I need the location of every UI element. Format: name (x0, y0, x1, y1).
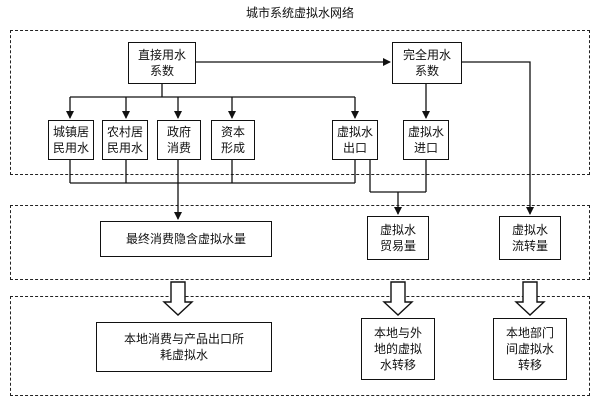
zone-top (10, 30, 590, 175)
node-virtual-water-export: 虚拟水 出口 (332, 120, 378, 160)
link-complete-to-flow (462, 61, 534, 215)
node-local-sector-transfer: 本地部门 间虚拟水 转移 (493, 318, 567, 380)
node-local-consumption-export-water: 本地消费与产品出口所 耗虚拟水 (96, 322, 272, 372)
node-virtual-water-flow: 虚拟水 流转量 (499, 216, 561, 260)
node-complete-water-coefficient: 完全用水 系数 (392, 42, 462, 84)
node-capital-formation: 资本 形成 (211, 120, 255, 160)
node-virtual-water-trade: 虚拟水 贸易量 (367, 216, 429, 260)
node-final-consumption-embodied-water: 最终消费隐含虚拟水量 (100, 221, 272, 257)
hollow-arrow-flow (514, 281, 546, 316)
hollow-arrow-final (162, 281, 194, 316)
node-rural-resident-water: 农村居 民用水 (102, 120, 148, 160)
node-virtual-water-import: 虚拟水 进口 (403, 120, 449, 160)
zone-middle (10, 205, 590, 280)
node-direct-water-coefficient: 直接用水 系数 (128, 42, 196, 84)
node-government-consumption: 政府 消费 (157, 120, 201, 160)
node-urban-resident-water: 城镇居 民用水 (48, 120, 94, 160)
diagram-title: 城市系统虚拟水网络 (245, 6, 354, 20)
zone-bottom (10, 296, 590, 396)
node-local-external-transfer: 本地与外 地的虚拟 水转移 (361, 318, 435, 380)
hollow-arrow-trade (382, 281, 414, 316)
